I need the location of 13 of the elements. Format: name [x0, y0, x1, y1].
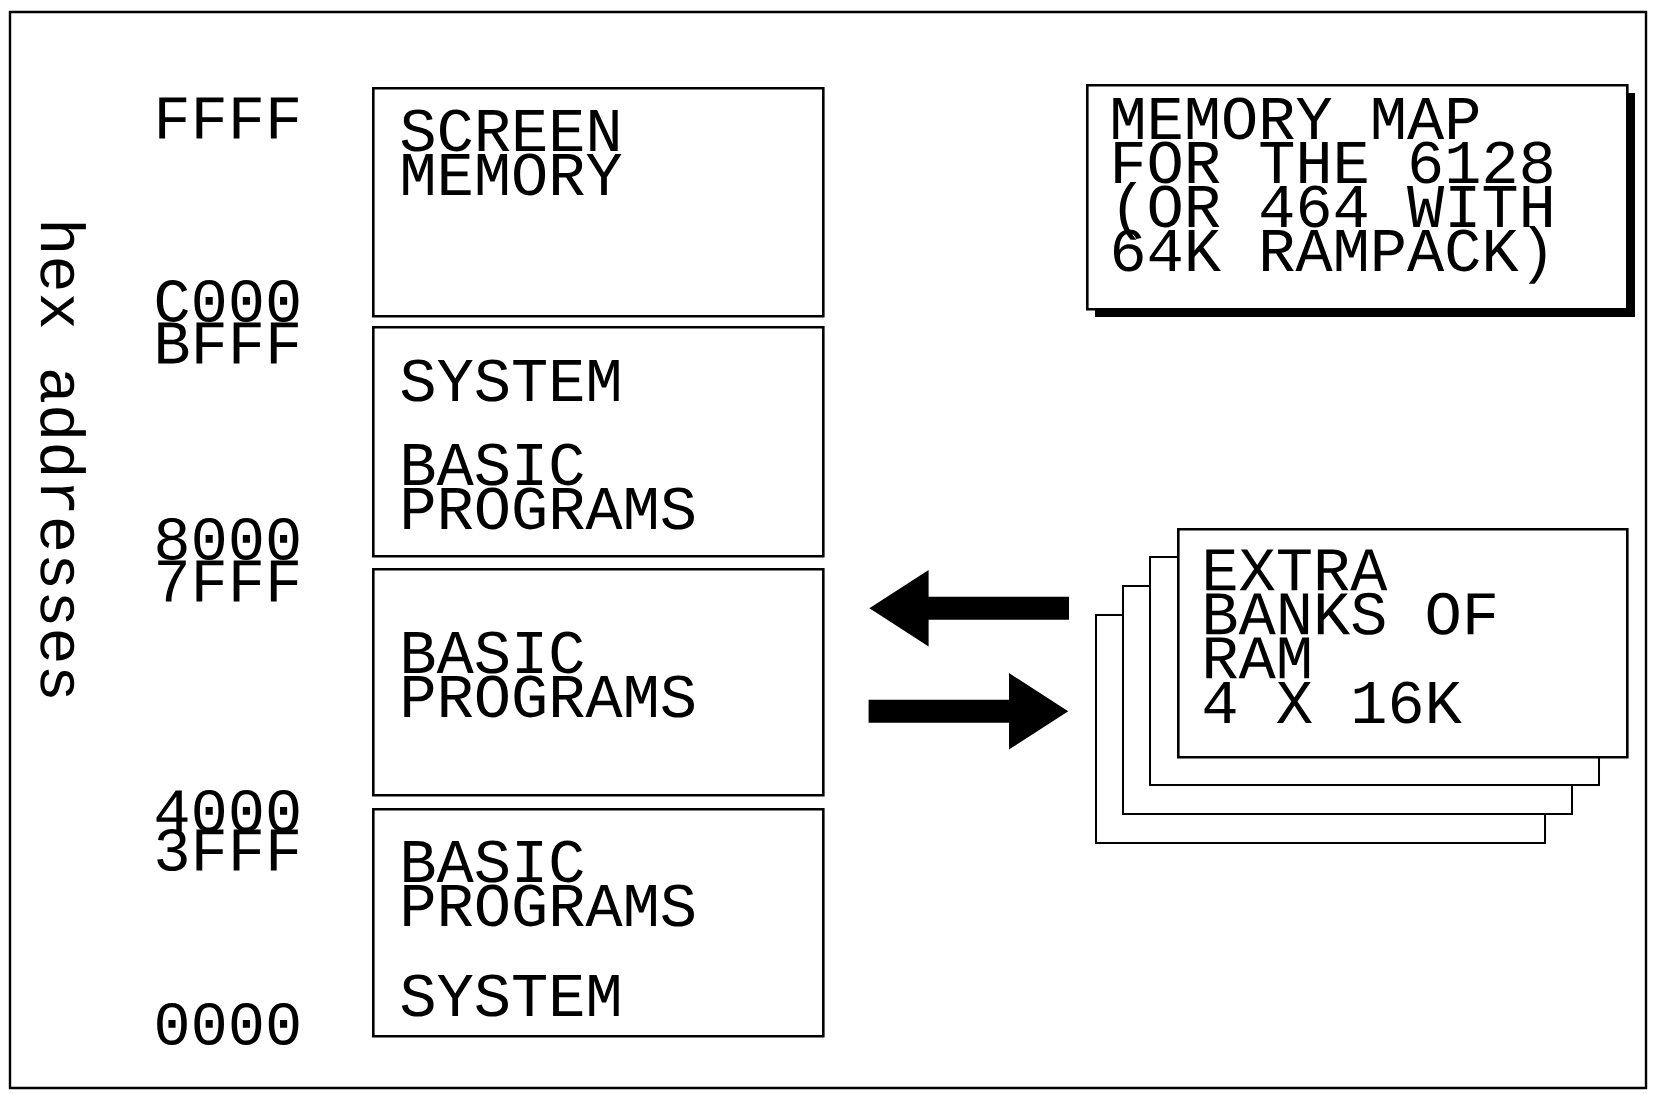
title-box: MEMORY MAP FOR THE 6128 (OR 464 WITH 64K RAMPACK): [1086, 84, 1635, 317]
address-label: 7FFF: [158, 560, 298, 602]
memory-block: BASIC PROGRAMS SYSTEM: [372, 808, 825, 1038]
address-label: FFFF: [159, 97, 298, 139]
memory-block: SCREEN MEMORY: [372, 87, 825, 318]
address-label: C000: [156, 279, 299, 323]
axis-caption: hex addresses: [40, 223, 86, 697]
memory-block: BASIC PROGRAMS: [372, 568, 825, 797]
card-stack: EXTRA BANKS OF RAM 4 X 16K: [1095, 528, 1629, 844]
address-label: 0000: [157, 1002, 299, 1046]
address-label: BFFF: [158, 322, 298, 364]
address-label: 8000: [157, 517, 299, 561]
memory-block: SYSTEM BASIC PROGRAMS: [372, 326, 825, 558]
